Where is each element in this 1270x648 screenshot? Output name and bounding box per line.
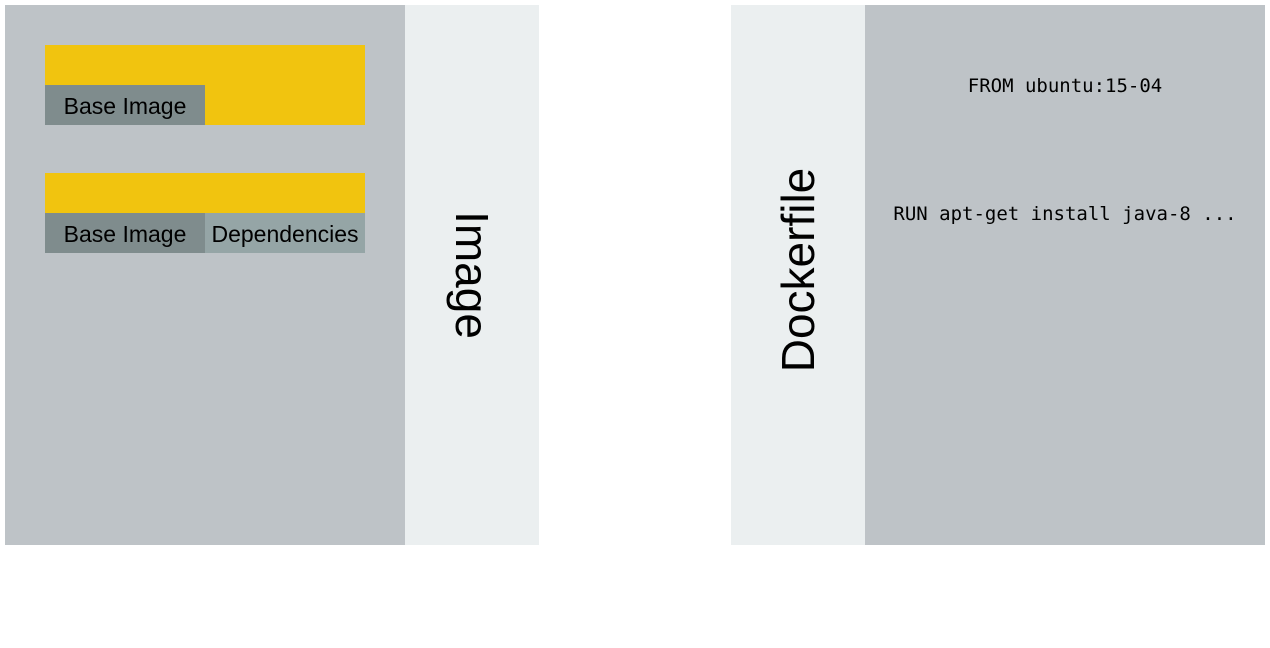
dockerfile-instruction: RUN apt-get install java-8 ... <box>893 203 1237 225</box>
image-layer-stack: Base Image Dependencies <box>45 173 365 253</box>
dockerfile-panel-title: Dockerfile <box>772 167 824 373</box>
image-panel-tab <box>405 5 539 545</box>
dockerfile-instruction: FROM ubuntu:15-04 <box>967 75 1163 97</box>
dependencies-layer: Dependencies <box>205 213 365 253</box>
base-image-layer: Base Image <box>45 85 205 125</box>
image-layer-stack: Base Image <box>45 45 365 125</box>
image-panel-title: Image <box>446 211 498 339</box>
dockerfile-panel-body <box>865 5 1265 545</box>
dockerfile-panel-tab <box>731 5 865 545</box>
base-image-layer: Base Image <box>45 213 205 253</box>
